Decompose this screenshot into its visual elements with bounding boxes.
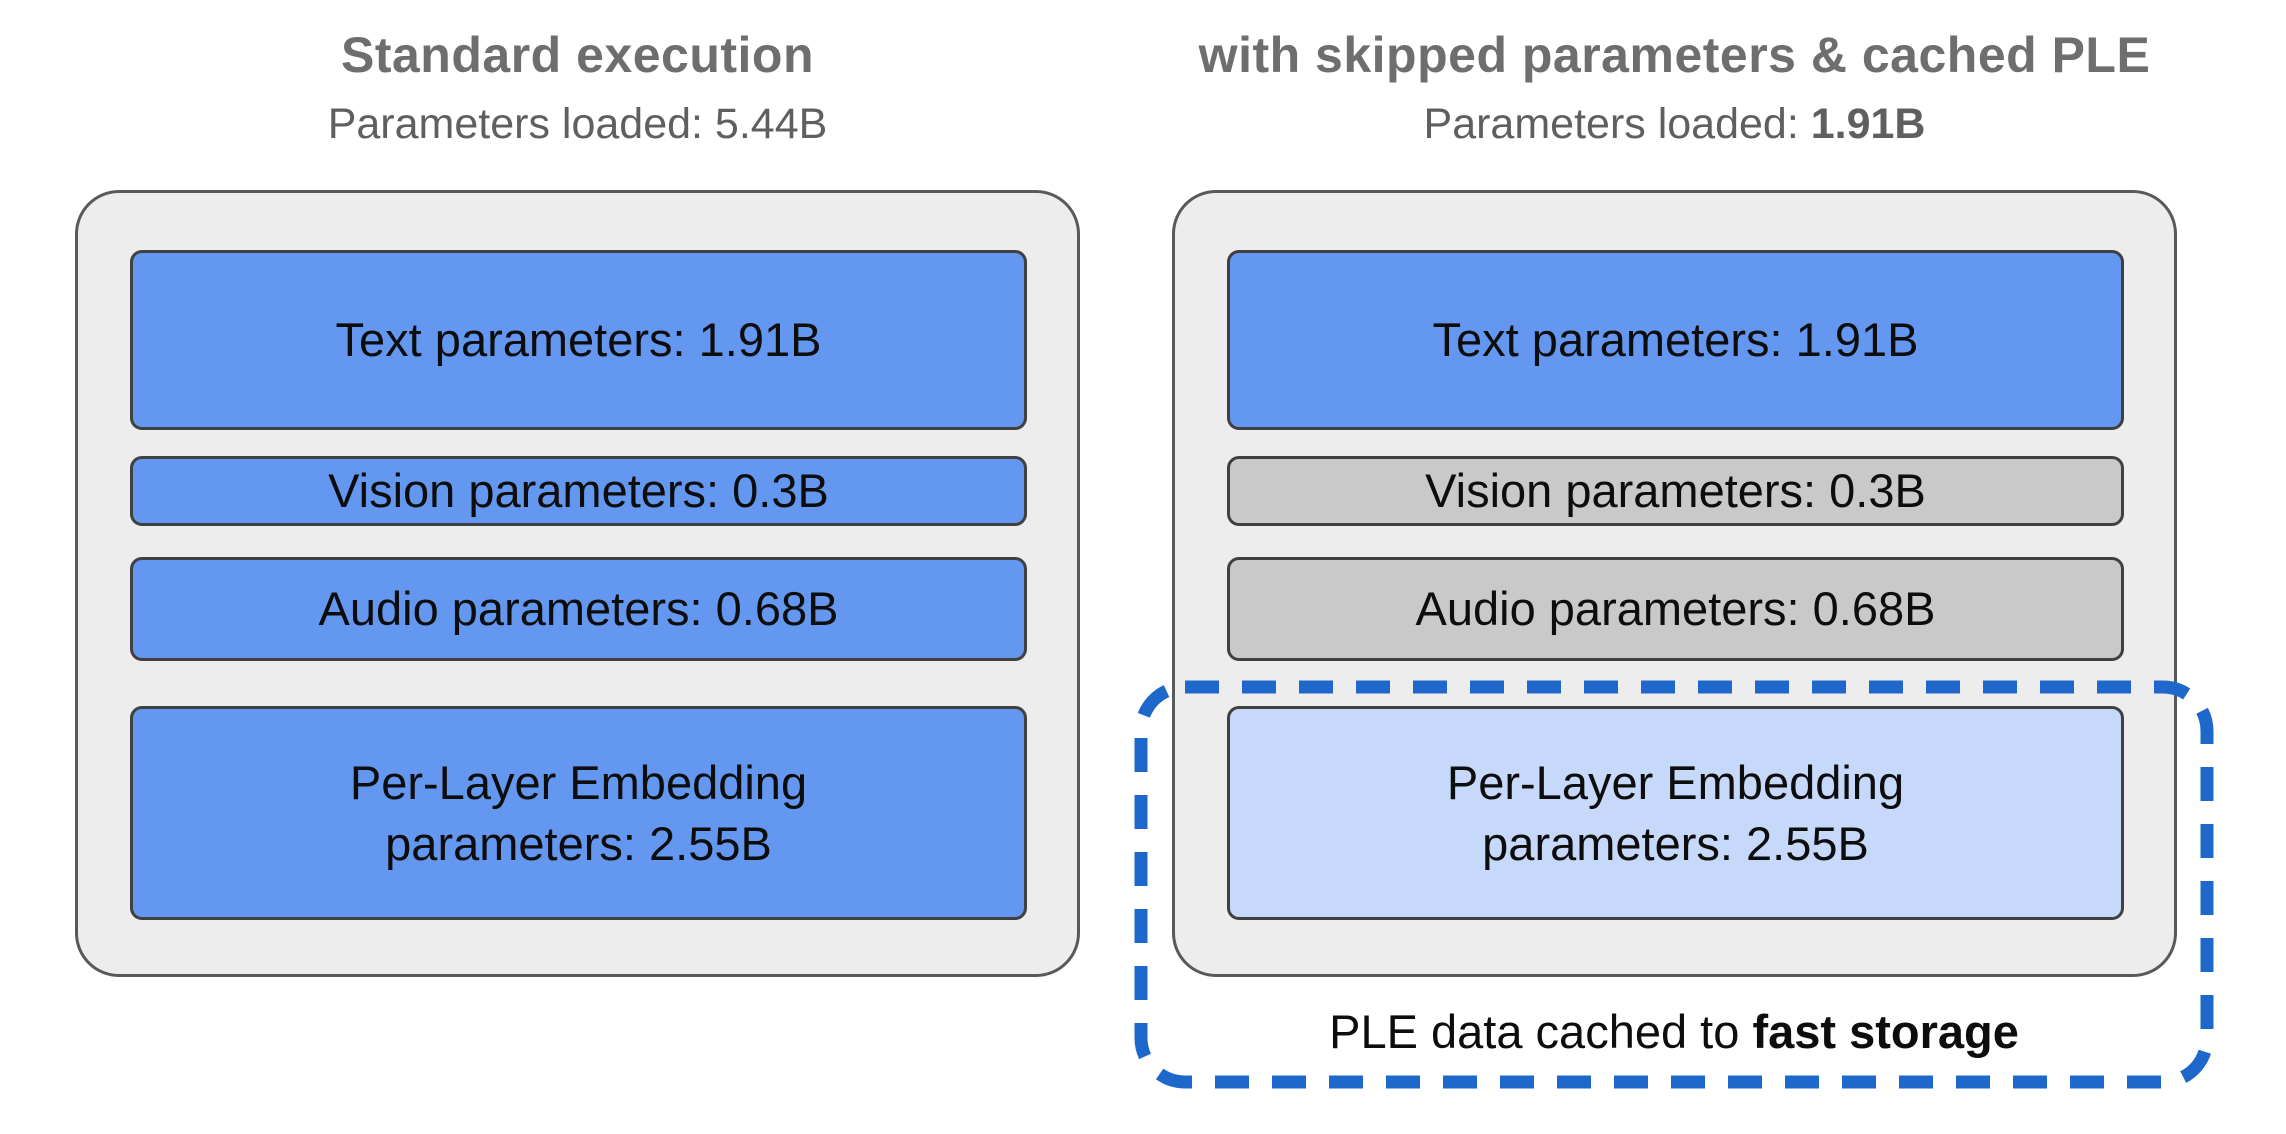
skipped-params-subtitle: Parameters loaded: 1.91B	[1172, 100, 2177, 149]
bar-vision-params: Vision parameters: 0.3B	[130, 456, 1027, 526]
bar-ple-params-line1: Per-Layer Embedding	[1446, 755, 1905, 809]
bar-audio-params-label: Audio parameters: 0.68B	[1415, 582, 1936, 636]
standard-execution-title: Standard execution	[341, 27, 814, 83]
ple-cache-caption: PLE data cached to fast storage	[1133, 1004, 2215, 1059]
bar-audio-params-label: Audio parameters: 0.68B	[318, 582, 839, 636]
bar-text-params-label: Text parameters: 1.91B	[1432, 313, 1919, 367]
skipped-params-header: with skipped parameters & cached PLE Par…	[1172, 0, 2177, 149]
params-loaded-value: 5.44B	[714, 100, 828, 148]
bar-text-params-label: Text parameters: 1.91B	[335, 313, 822, 367]
skipped-params-title: with skipped parameters & cached PLE	[1198, 27, 2151, 83]
params-loaded-value: 1.91B	[1810, 100, 1926, 148]
params-loaded-label: Parameters loaded:	[1423, 100, 1799, 148]
ple-cache-dashed-outline	[1134, 680, 2214, 1089]
cached-ple-panel: Text parameters: 1.91B Vision parameters…	[1172, 190, 2177, 977]
ple-cache-caption-text: PLE data cached to	[1329, 1005, 1740, 1058]
bar-ple-params-cached: Per-Layer Embedding parameters: 2.55B	[1227, 706, 2124, 920]
bar-ple-params-line2: parameters: 2.55B	[1482, 817, 1869, 870]
standard-execution-header: Standard execution Parameters loaded: 5.…	[75, 0, 1080, 149]
bar-audio-params-skipped: Audio parameters: 0.68B	[1227, 557, 2124, 661]
bar-ple-params-line1: Per-Layer Embedding	[349, 755, 808, 809]
standard-execution-subtitle: Parameters loaded: 5.44B	[75, 100, 1080, 149]
bar-ple-params: Per-Layer Embedding parameters: 2.55B	[130, 706, 1027, 920]
bar-vision-params-label: Vision parameters: 0.3B	[1425, 464, 1926, 518]
bar-text-params: Text parameters: 1.91B	[1227, 250, 2124, 430]
params-loaded-label: Parameters loaded:	[327, 100, 703, 148]
bar-audio-params: Audio parameters: 0.68B	[130, 557, 1027, 661]
bar-ple-params-line2: parameters: 2.55B	[385, 817, 772, 870]
ple-cache-caption-bold: fast storage	[1752, 1005, 2019, 1058]
bar-text-params: Text parameters: 1.91B	[130, 250, 1027, 430]
bar-vision-params-skipped: Vision parameters: 0.3B	[1227, 456, 2124, 526]
standard-execution-panel: Text parameters: 1.91B Vision parameters…	[75, 190, 1080, 977]
bar-vision-params-label: Vision parameters: 0.3B	[328, 464, 829, 518]
